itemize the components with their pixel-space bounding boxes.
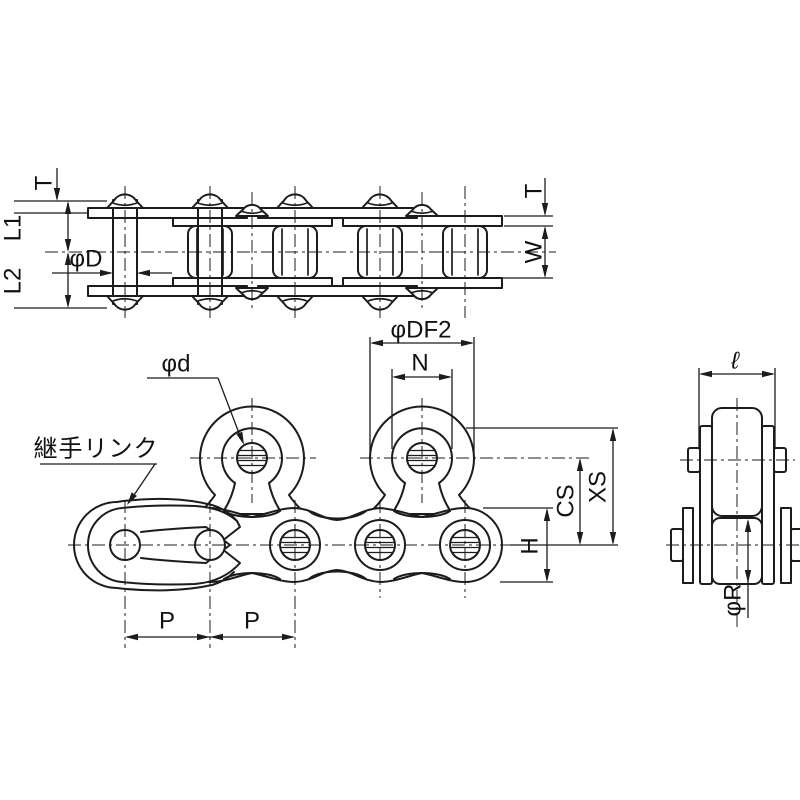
dim-label-link-width: ℓ: [730, 348, 740, 375]
end-view: ℓ φR: [666, 348, 800, 628]
plan-left-dimensions: T L1 L2 φD: [0, 168, 172, 309]
side-center-lines: [68, 398, 590, 648]
bush-hole-callout: φd: [147, 351, 247, 447]
dim-label-pin-diameter: φD: [70, 246, 103, 273]
dim-label-n: N: [411, 350, 428, 377]
dim-label-pitch1: P: [159, 608, 175, 635]
dim-label-t-right: T: [521, 183, 548, 198]
xs-dimension: XS: [466, 427, 618, 545]
n-dimension: N: [391, 350, 453, 449]
dim-label-l1: L1: [0, 215, 27, 242]
plan-right-dimensions: T W: [500, 178, 553, 279]
dim-label-pitch2: P: [244, 608, 260, 635]
cs-dimension: CS: [553, 458, 584, 545]
dim-label-df2: φDF2: [391, 317, 452, 344]
h-dimension: H: [483, 507, 618, 583]
joint-link: [73, 497, 241, 592]
plate-overlap-contours: [223, 510, 451, 580]
dim-label-cs: CS: [553, 484, 580, 517]
end-upper-pin-stubs: [687, 447, 787, 473]
end-center-lines: [666, 398, 800, 628]
dim-label-inner-width: W: [521, 240, 548, 263]
joint-link-label: 継手リンク: [34, 436, 159, 463]
plan-view: T L1 L2 φD T W: [0, 168, 556, 318]
bush-hole-label: φd: [162, 351, 191, 378]
dim-label-l2: L2: [0, 268, 27, 295]
dim-label-h: H: [517, 537, 544, 554]
link-width-dimension: ℓ: [698, 348, 776, 448]
joint-link-callout: 継手リンク: [34, 436, 159, 507]
side-view: 継手リンク φd φDF2 N CS: [34, 317, 618, 648]
dim-label-roller-diameter: φR: [720, 584, 747, 617]
roller-diameter-dimension: φR: [720, 519, 752, 618]
dim-label-xs: XS: [585, 471, 612, 503]
df2-dimension: φDF2: [369, 317, 475, 452]
pitch-dimensions: P P: [125, 608, 295, 641]
plan-center-lines: [45, 186, 556, 318]
dim-label-t-left: T: [31, 175, 58, 190]
